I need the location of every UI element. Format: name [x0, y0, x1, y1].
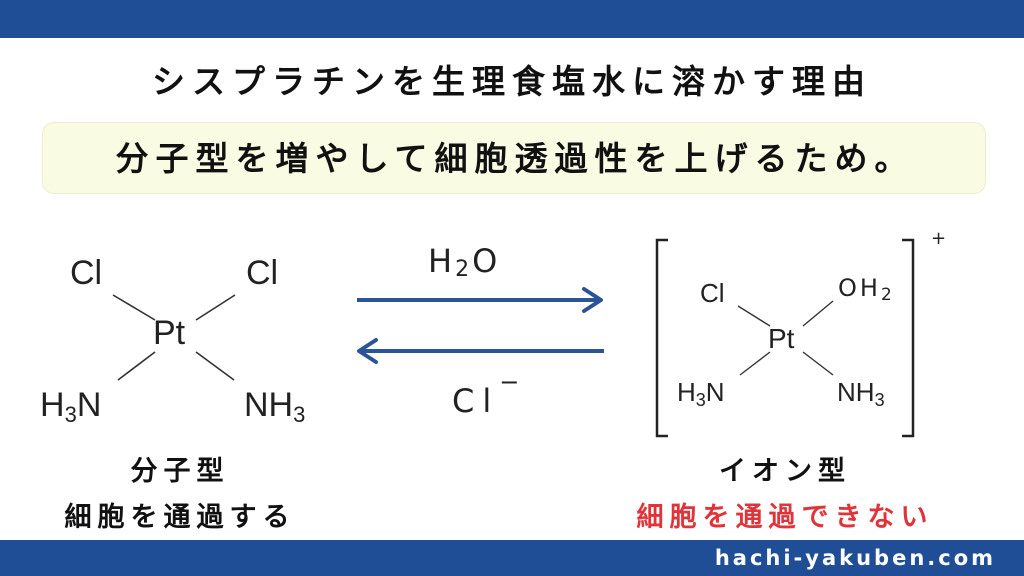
ion-charge-label: +	[931, 228, 946, 249]
ion-nh3-label: NH3	[837, 377, 885, 410]
forward-arrow-head	[582, 287, 603, 313]
cl-left-label: Cl	[70, 254, 102, 292]
water-label: H2O	[428, 242, 500, 282]
reverse-arrow-head	[357, 338, 378, 364]
bond-pt-nh3-left	[117, 351, 156, 381]
nh3-right-label: NH3	[244, 386, 305, 427]
chloride-label: Cl−	[452, 368, 527, 420]
bond-pt-cl-right	[195, 294, 236, 321]
site-url-link[interactable]: hachi-yakuben.com	[714, 546, 996, 570]
ion-pt-label: Pt	[768, 323, 795, 354]
ionic-form-note: 細胞を通過できない	[636, 502, 934, 533]
equilibrium-arrows: H2O Cl−	[357, 242, 604, 420]
ion-bond-pt-oh2	[802, 300, 834, 327]
molecular-form-label: 分子型	[130, 456, 230, 487]
ion-bond-pt-nh3-left	[739, 351, 771, 376]
ion-bond-pt-cl	[737, 305, 771, 327]
ion-cl-label: Cl	[700, 278, 725, 308]
right-bracket	[902, 238, 915, 438]
summary-highlight-box: 分子型を増やして細胞透過性を上げるため。	[42, 122, 986, 194]
ionic-form-structure: + Cl OH2 Pt H3N NH3	[655, 228, 946, 438]
bond-pt-nh3-right	[195, 351, 235, 381]
oh2-label: OH2	[838, 274, 895, 305]
ion-h3n-label: H3N	[677, 377, 725, 410]
molecular-form-structure: Cl Cl Pt H3N NH3	[40, 254, 305, 427]
cl-right-label: Cl	[246, 254, 278, 292]
left-bracket	[655, 238, 668, 438]
top-banner-bar	[0, 0, 1024, 38]
h3n-left-label: H3N	[40, 386, 101, 427]
ionic-form-label: イオン型	[719, 456, 851, 487]
pt-center-label: Pt	[153, 314, 186, 352]
footer-bar: hachi-yakuben.com	[0, 540, 1024, 576]
bond-pt-cl-left	[112, 294, 156, 321]
page-title: シスプラチンを生理食塩水に溶かす理由	[152, 62, 872, 101]
ion-bond-pt-nh3-right	[802, 351, 834, 376]
molecular-form-note: 細胞を通過する	[64, 502, 296, 533]
summary-text: 分子型を増やして細胞透過性を上げるため。	[115, 139, 915, 178]
